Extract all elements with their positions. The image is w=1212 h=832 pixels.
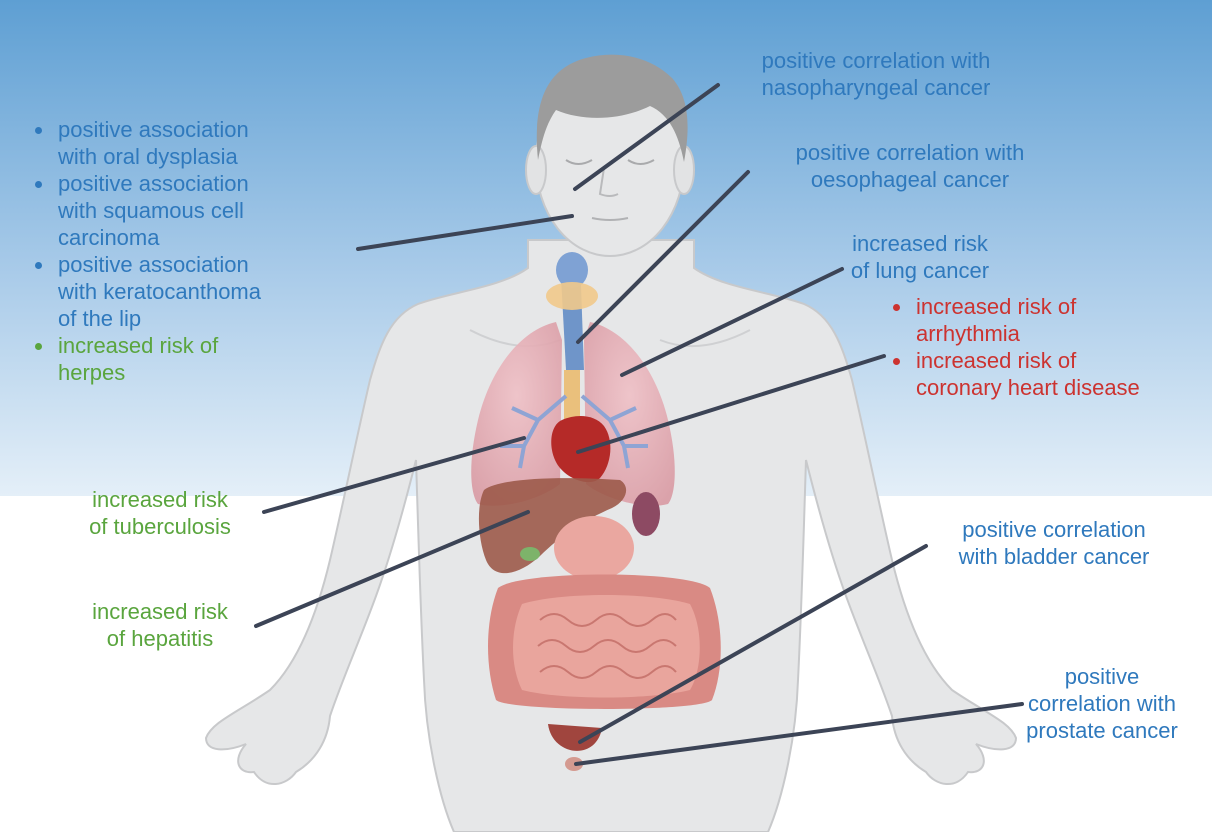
small-intestine (513, 595, 700, 698)
left-ear (526, 146, 546, 194)
gallbladder (520, 547, 540, 561)
list-item: positive association with keratocanthoma… (28, 251, 348, 332)
list-item: increased risk of herpes (28, 332, 348, 386)
tuberculosis-label: increased risk of tuberculosis (40, 486, 280, 540)
list-item: increased risk of coronary heart disease (886, 347, 1206, 401)
list-item: positive association with oral dysplasia (28, 116, 348, 170)
left-associations-list: positive association with oral dysplasia… (28, 116, 348, 386)
lung-cancer-label: increased risk of lung cancer (800, 230, 1040, 284)
list-item: positive association with squamous cell … (28, 170, 348, 251)
list-item: increased risk of arrhythmia (886, 293, 1206, 347)
thyroid (546, 282, 598, 310)
bladder-cancer-label: positive correlation with bladder cancer (924, 516, 1184, 570)
nasopharyngeal-cancer-label: positive correlation with nasopharyngeal… (706, 47, 1046, 101)
heart-risks-list: increased risk of arrhythmia increased r… (886, 293, 1206, 401)
stomach (554, 516, 634, 580)
prostate-cancer-label: positive correlation with prostate cance… (1002, 663, 1202, 744)
hepatitis-label: increased risk of hepatitis (40, 598, 280, 652)
spleen (632, 492, 660, 536)
oesophageal-cancer-label: positive correlation with oesophageal ca… (740, 139, 1080, 193)
